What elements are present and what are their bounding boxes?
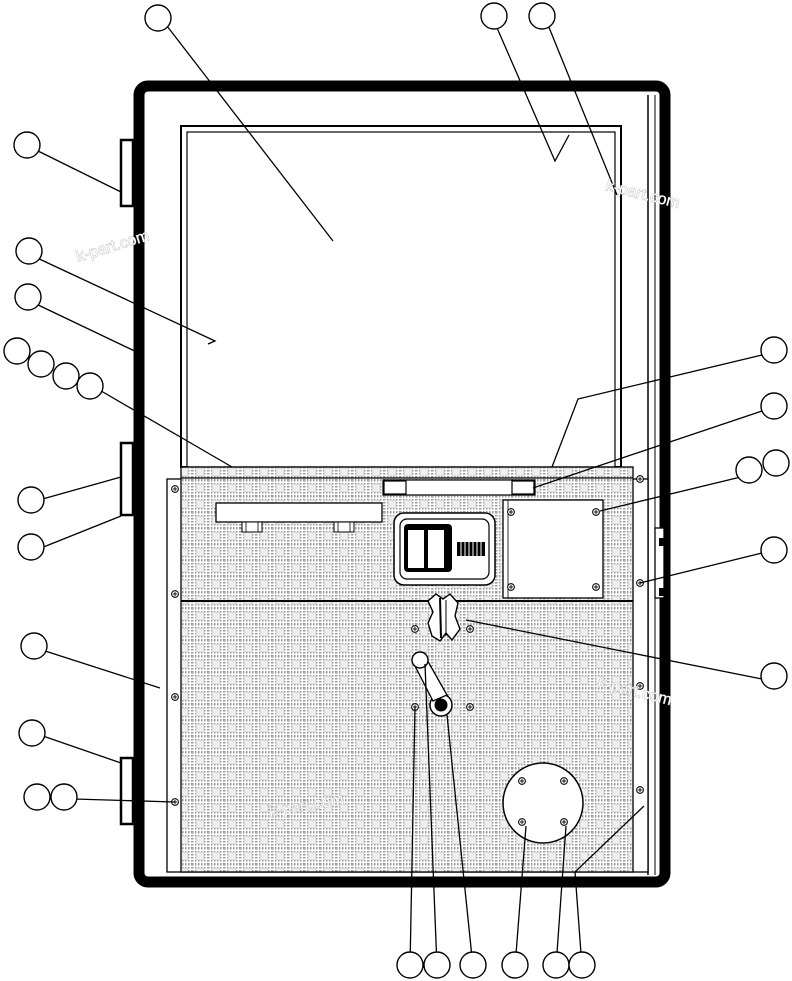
callout-circle	[528, 2, 556, 30]
latch-handle-icon	[393, 512, 496, 586]
callout-circle	[760, 662, 788, 690]
callout-circle	[542, 951, 570, 979]
callout-circle	[760, 392, 788, 420]
leader-lines	[33, 19, 763, 968]
window-glass	[180, 125, 622, 468]
callout-circle	[3, 337, 31, 365]
callout-circle	[14, 283, 42, 311]
callout-circle	[76, 372, 104, 400]
cover-plate	[502, 499, 604, 599]
callout-circle	[27, 350, 55, 378]
callout-circle	[15, 237, 43, 265]
top-bar	[382, 479, 536, 496]
callout-circle	[762, 449, 790, 477]
callout-circle	[760, 336, 788, 364]
callout-circle	[501, 951, 529, 979]
callout-circle	[459, 951, 487, 979]
callout-circle	[423, 951, 451, 979]
callout-circle	[23, 783, 51, 811]
callout-circle	[144, 4, 172, 32]
callout-circle	[735, 456, 763, 484]
callout-circle	[50, 783, 78, 811]
callout-circle	[18, 719, 46, 747]
bracket	[215, 502, 383, 533]
callout-circle	[480, 2, 508, 30]
callout-circle	[17, 486, 45, 514]
callout-circle	[20, 632, 48, 660]
lever-icon	[411, 651, 453, 717]
callout-circle	[17, 533, 45, 561]
callout-markers	[3, 2, 790, 979]
callout-circle	[52, 362, 80, 390]
hinge-icon	[119, 138, 665, 826]
callout-circle	[760, 536, 788, 564]
callout-circle	[13, 131, 41, 159]
callout-circle	[568, 951, 596, 979]
key-lock	[427, 593, 461, 642]
callout-circle	[396, 951, 424, 979]
round-cover-icon	[502, 762, 584, 844]
